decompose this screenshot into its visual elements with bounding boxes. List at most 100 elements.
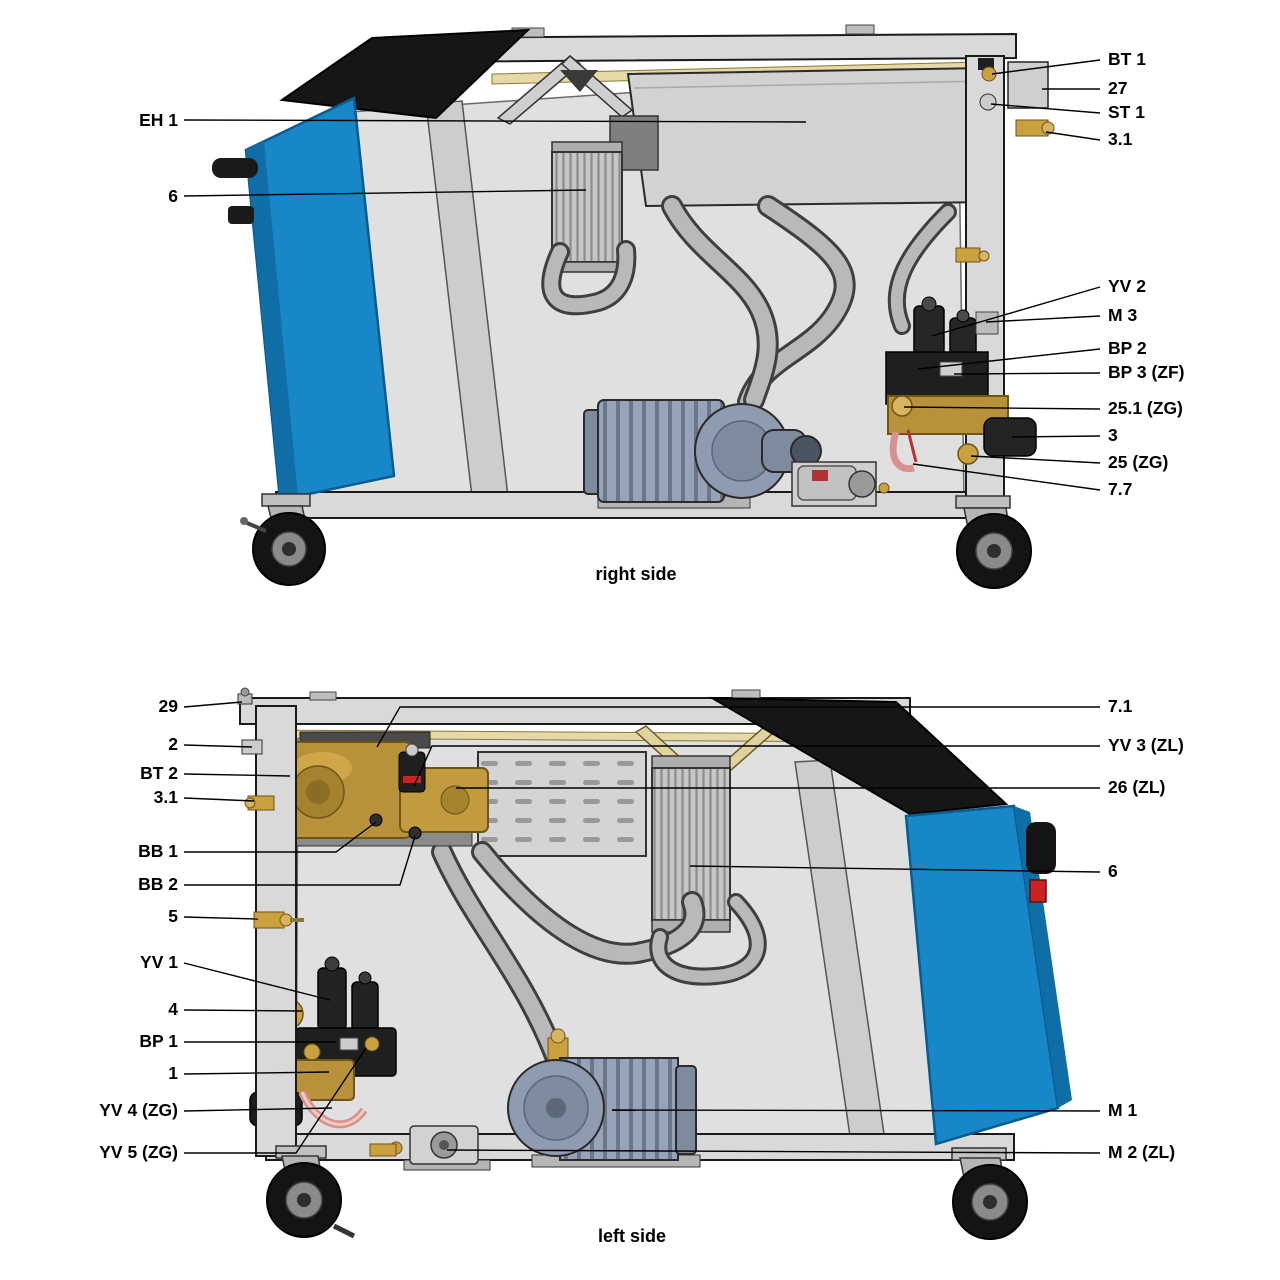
label-25-1: 25.1 (ZG): [1108, 398, 1183, 418]
pump-motor-m1: [507, 1028, 701, 1168]
hose-7-7: [906, 429, 918, 463]
machine-right-side: [212, 24, 1055, 589]
label-26: 26 (ZL): [1108, 777, 1165, 797]
label-25: 25 (ZG): [1108, 452, 1168, 472]
label-bb2: BB 2: [138, 874, 178, 894]
leader-4: [183, 1009, 303, 1012]
leader-3-1: [1045, 131, 1101, 141]
caption-right-side: right side: [595, 564, 676, 584]
label-29: 29: [159, 696, 179, 716]
fitting-3-1: [244, 795, 275, 811]
label-m1: M 1: [1108, 1100, 1137, 1120]
pump-m2: [369, 1125, 491, 1171]
leader-lines-bottom: [183, 701, 1101, 1154]
label-3-1: 3.1: [1108, 129, 1133, 149]
solenoid-valve-yv1: [317, 967, 347, 1031]
leader-2: [183, 744, 253, 748]
heater-tank-eh1: [626, 66, 994, 208]
label-5: 5: [168, 906, 178, 926]
label-yv2: YV 2: [1108, 276, 1146, 296]
handle: [1026, 822, 1056, 874]
labels-top: EH 1 6 BT 1 27 ST 1 3.1 YV 2 M 3 BP 2 BP…: [139, 49, 1184, 499]
leader-m1: [611, 1109, 1101, 1112]
label-6: 6: [1108, 861, 1118, 881]
figure-left-side: 29 2 BT 2 3.1 BB 1 BB 2 5 YV 1 4 BP 1 1 …: [99, 687, 1184, 1246]
rail-hardware: [731, 689, 761, 699]
machine-left-side: [237, 687, 1072, 1240]
leader-m2: [446, 1149, 1101, 1154]
label-m3: M 3: [1108, 305, 1137, 325]
leader-7-1: [376, 706, 1100, 748]
leader-st1: [990, 103, 1101, 114]
leader-bb1: [184, 821, 377, 853]
coolant-pipes: [431, 841, 767, 1075]
label-yv4: YV 4 (ZG): [99, 1100, 178, 1120]
leader-25: [970, 455, 1101, 464]
leader-yv4: [183, 1107, 333, 1112]
part-st1: [979, 93, 997, 111]
label-bb1: BB 1: [138, 841, 178, 861]
solenoid-valve-yv3: [398, 751, 426, 793]
caster-left: [266, 1145, 356, 1239]
part-3-1-fitting: [1015, 119, 1055, 137]
leader-yv1: [183, 962, 331, 1001]
label-6: 6: [168, 186, 178, 206]
leader-6: [183, 189, 587, 197]
leader-yv5: [184, 1047, 367, 1154]
label-1: 1: [168, 1063, 178, 1083]
sensor-m3: [975, 311, 999, 335]
label-3: 3: [1108, 425, 1118, 445]
vented-cover: [477, 751, 647, 857]
heat-exchanger: [551, 141, 623, 273]
caption-left-side: left side: [598, 1226, 666, 1246]
leader-3-1: [183, 797, 255, 802]
leader-m3: [985, 315, 1101, 323]
coolant-pipes: [541, 195, 957, 413]
label-7-7: 7.7: [1108, 479, 1132, 499]
label-m2: M 2 (ZL): [1108, 1142, 1175, 1162]
label-yv1: YV 1: [140, 952, 178, 972]
fitting-25: [957, 443, 979, 465]
label-bp1: BP 1: [139, 1031, 178, 1051]
leader-29: [183, 701, 243, 708]
side-panels: [708, 696, 1072, 1146]
leader-bt1: [991, 59, 1101, 75]
leader-5: [183, 916, 259, 920]
label-yv3: YV 3 (ZL): [1108, 735, 1184, 755]
label-3-1: 3.1: [154, 787, 179, 807]
leader-yv2: [931, 286, 1101, 337]
top-cover-black: [708, 696, 1009, 816]
panel-edge-dark: [1014, 806, 1072, 1108]
pump-motor: [583, 399, 822, 509]
label-eh1: EH 1: [139, 110, 178, 130]
rail-hardware: [845, 24, 875, 35]
leader-eh1: [183, 119, 807, 123]
auxiliary-pump: [791, 461, 890, 507]
caster-left: [240, 493, 326, 586]
leader-bb2: [184, 835, 416, 886]
drain-hose: [889, 430, 915, 473]
caster-right: [955, 495, 1032, 589]
rail-hardware: [309, 691, 337, 701]
leader-yv3: [413, 745, 1100, 787]
top-cover-black: [279, 28, 531, 120]
level-plug-bb2: [408, 826, 422, 840]
leader-3: [1011, 435, 1101, 438]
label-st1: ST 1: [1108, 102, 1145, 122]
label-7-1: 7.1: [1108, 696, 1133, 716]
leader-bt2: [183, 773, 291, 777]
label-bt1: BT 1: [1108, 49, 1146, 69]
figure-right-side: EH 1 6 BT 1 27 ST 1 3.1 YV 2 M 3 BP 2 BP…: [139, 24, 1185, 589]
side-panels: [212, 28, 531, 502]
fitting-25-1: [891, 395, 913, 417]
label-bt2: BT 2: [140, 763, 178, 783]
leader-lines-top: [183, 59, 1101, 491]
label-27: 27: [1108, 78, 1127, 98]
power-switch: [1029, 879, 1047, 903]
v-brace: [496, 54, 634, 125]
fitting-5: [253, 911, 304, 929]
leader-bp3: [953, 372, 1101, 375]
panel-edge-dark: [246, 141, 298, 500]
label-bp3: BP 3 (ZF): [1108, 362, 1185, 382]
